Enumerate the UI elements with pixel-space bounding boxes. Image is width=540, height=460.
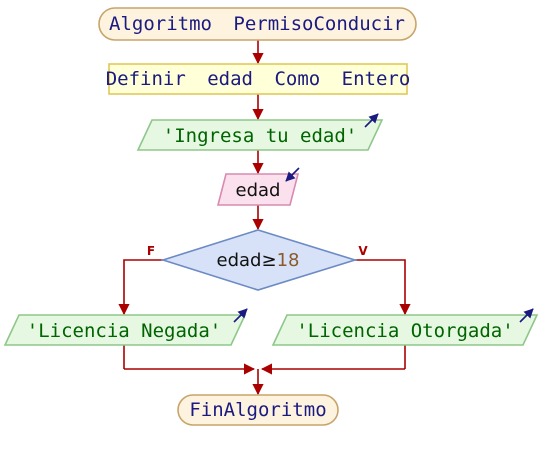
start-name: PermisoConducir <box>233 13 405 35</box>
define-var: edad <box>207 68 253 90</box>
define-keyword: Definir <box>106 68 186 90</box>
output-true-arrow-icon <box>519 308 534 323</box>
connector-decision-true <box>355 259 411 316</box>
decision-operator: ≥ <box>261 250 276 271</box>
start-terminator: Algoritmo PermisoConducir <box>98 7 417 41</box>
output-arrow-icon <box>364 113 379 128</box>
output-false: 'Licencia Negada' <box>3 308 248 346</box>
define-como: Como <box>274 68 320 90</box>
output-false-text: 'Licencia Negada' <box>27 320 221 342</box>
output-true: 'Licencia Otorgada' <box>271 308 539 346</box>
output-prompt: 'Ingresa tu edad' <box>136 113 384 151</box>
svg-text:Algoritmo PermisoConduci: Algoritmo PermisoConducir <box>109 13 405 35</box>
start-keyword: Algoritmo <box>109 13 212 35</box>
end-text: FinAlgoritmo <box>189 399 326 421</box>
decision-value: 18 <box>277 250 300 271</box>
define-type: Entero <box>342 68 411 90</box>
decision: edad≥18 F V <box>147 229 368 291</box>
define-process: Definir edad Como Entero <box>106 63 411 95</box>
connector-decision-false <box>118 259 163 316</box>
connectors <box>118 40 411 396</box>
output-true-text: 'Licencia Otorgada' <box>296 320 513 342</box>
input-arrow-icon <box>285 167 300 182</box>
output-false-arrow-icon <box>233 308 248 323</box>
decision-var: edad <box>217 250 262 271</box>
end-terminator: FinAlgoritmo <box>177 394 339 426</box>
branch-true-label: V <box>358 244 368 258</box>
input-edad-text: edad <box>236 180 281 201</box>
output-prompt-text: 'Ingresa tu edad' <box>163 125 357 147</box>
branch-false-label: F <box>147 244 155 258</box>
svg-text:edad≥18: edad≥18 <box>217 250 300 271</box>
input-edad: edad <box>216 167 300 206</box>
svg-text:Definir edad Como: Definir edad Como Entero <box>106 68 411 90</box>
